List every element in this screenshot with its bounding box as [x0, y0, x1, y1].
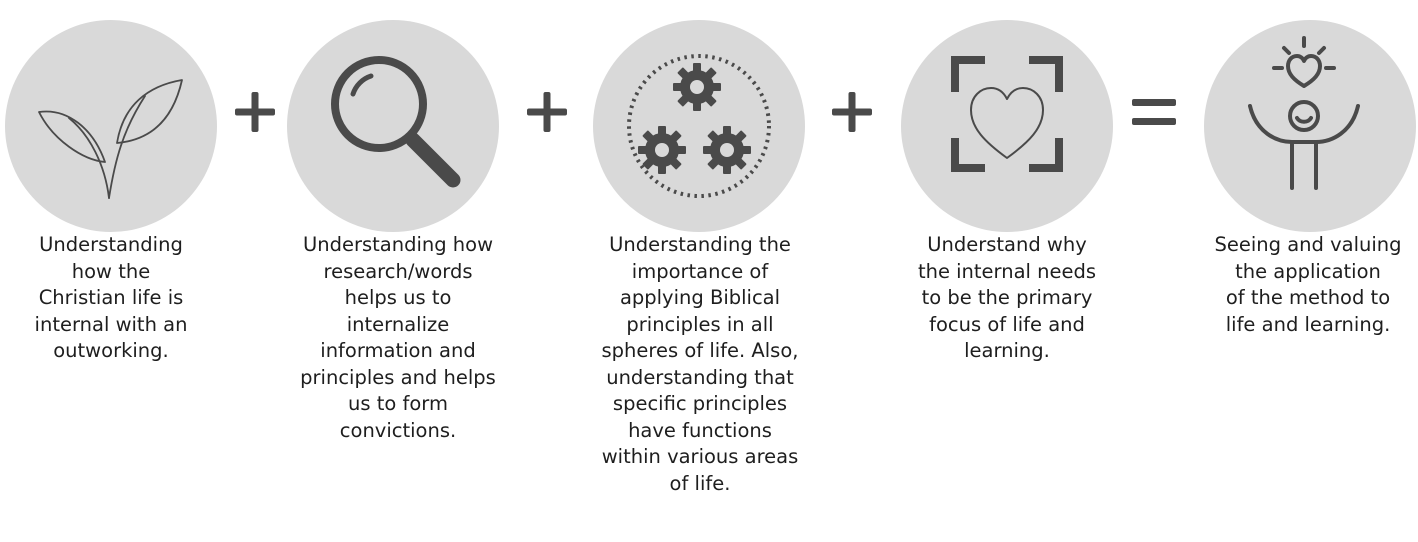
caption-line: principles and helps [300, 365, 496, 389]
equals-operator [1128, 86, 1180, 138]
caption-line: life and learning. [1225, 312, 1391, 336]
caption-line: Understand why [927, 233, 1087, 256]
step-1-caption: Understanding how the Christian life is … [11, 232, 211, 365]
caption-line: focus of life and [929, 312, 1085, 336]
step-2-circle [287, 20, 499, 232]
step-4-caption: Understand why the internal needs to be … [907, 232, 1107, 365]
caption-line: information and [320, 339, 476, 362]
step-2-caption: Understanding how research/words helps u… [283, 232, 513, 444]
caption-line: specific principles [612, 392, 788, 415]
step-5-caption: Seeing and valuing the application of th… [1198, 232, 1418, 338]
sprout-leaves-icon [38, 79, 183, 199]
plus-icon [235, 92, 275, 132]
gears-icon [627, 54, 771, 198]
plus-icon [527, 92, 567, 132]
step-1-circle [5, 20, 217, 232]
caption-line: outworking. [53, 339, 169, 362]
plus-operator-3 [826, 86, 878, 138]
caption-line: internal with an [34, 312, 188, 336]
caption-line: importance of [631, 259, 769, 283]
caption-line: Seeing and valuing [1214, 233, 1402, 256]
step-5-circle [1204, 20, 1416, 232]
equals-icon [1132, 99, 1176, 125]
caption-line: within various areas [601, 445, 799, 468]
caption-line: learning. [964, 339, 1050, 362]
plus-icon [832, 92, 872, 132]
caption-line: spheres of life. Also, [601, 339, 799, 362]
caption-line: Understanding the [609, 233, 791, 256]
caption-line: understanding that [606, 365, 794, 389]
caption-line: convictions. [339, 418, 457, 442]
caption-line: us to form [348, 392, 448, 415]
plus-operator-1 [229, 86, 281, 138]
caption-line: to be the primary [921, 286, 1093, 309]
caption-line: have functions [628, 418, 772, 442]
caption-line: internalize [346, 312, 450, 336]
caption-line: Christian life is [38, 286, 184, 309]
caption-line: how the [71, 259, 151, 283]
step-3-circle [593, 20, 805, 232]
framed-heart-icon [951, 56, 1063, 172]
caption-line: Understanding [39, 233, 183, 256]
step-3-caption: Understanding the importance of applying… [590, 232, 810, 497]
caption-line: of life. [669, 471, 731, 495]
joyful-person-heart-icon [1248, 36, 1360, 190]
step-4-circle [901, 20, 1113, 232]
caption-line: the application [1235, 259, 1381, 283]
magnifying-glass-icon [331, 56, 461, 188]
caption-line: applying Biblical [619, 286, 781, 309]
caption-line: research/words [323, 259, 473, 283]
caption-line: Understanding how [302, 233, 494, 256]
caption-line: principles in all [626, 312, 774, 336]
plus-operator-2 [521, 86, 573, 138]
caption-line: helps us to [344, 286, 452, 309]
caption-line: the internal needs [917, 259, 1097, 283]
caption-line: of the method to [1225, 286, 1391, 309]
